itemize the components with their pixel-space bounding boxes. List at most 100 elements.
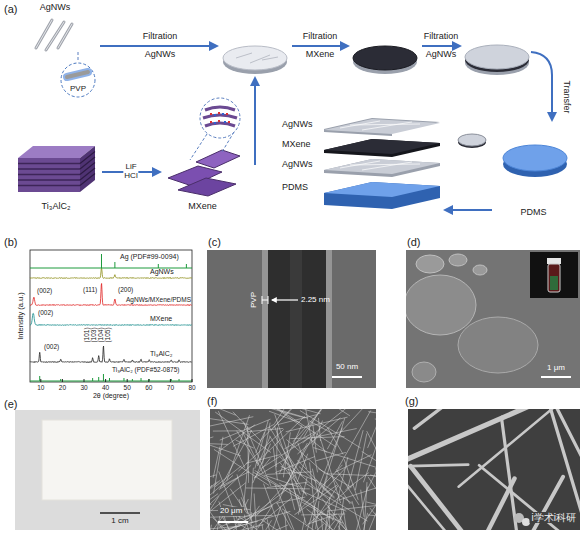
nanowire: [294, 520, 336, 530]
layer-wires: [340, 121, 420, 130]
filter-disc: [465, 45, 529, 69]
disc-wires: [236, 53, 278, 63]
nanowire: [290, 437, 344, 439]
nanowire: [306, 484, 354, 526]
film-photo: [42, 420, 172, 500]
nanowire: [312, 509, 315, 530]
mxene-layer: [324, 139, 440, 157]
nanowire: [275, 484, 301, 530]
nanowire: [313, 421, 322, 445]
nanowire: [255, 470, 281, 486]
pvp-coating: [67, 72, 88, 77]
nanowire: [309, 421, 332, 434]
inset-leader: [190, 132, 234, 160]
nanowire: [343, 510, 353, 530]
nanowire: [257, 437, 270, 466]
mxene-flake: [412, 362, 436, 382]
nanowire: [362, 451, 376, 466]
nanowire: [256, 432, 265, 453]
nanowire: [260, 409, 296, 440]
nanowire: [366, 502, 376, 516]
mxene-flake: [416, 255, 444, 273]
process-arrow: [531, 52, 552, 120]
nanowire: [338, 526, 366, 530]
process-label: Filtration: [143, 32, 178, 42]
node-label: AgNWs: [282, 120, 313, 130]
pvp-shell: [262, 250, 332, 388]
scale-bar: [100, 512, 140, 514]
nanowire: [459, 409, 561, 487]
panel-letter: (a): [4, 3, 17, 15]
node-label: MXene: [282, 140, 311, 150]
interlayer-ions: [214, 114, 226, 123]
nanowire: [361, 490, 364, 517]
plot-frame: [30, 250, 192, 382]
nanowire-core: [290, 250, 302, 388]
mxene-flake: [458, 317, 538, 373]
nanowire: [210, 528, 230, 530]
filter-disc: [223, 46, 287, 70]
reference-label: Ag (PDF#99-0094): [120, 253, 179, 261]
tick-label: 60: [145, 384, 152, 391]
reference-sticks: [30, 374, 192, 381]
peak-index: (101): [83, 327, 90, 342]
nanowire: [320, 439, 340, 503]
nanowire: [272, 409, 299, 430]
axis-title: 2θ (degree): [93, 392, 129, 400]
nanowire: [301, 409, 321, 414]
peak-index: (103): [90, 327, 97, 342]
process-arrow: [292, 45, 348, 47]
agnw-layer: [324, 159, 440, 177]
nanowire: [294, 518, 305, 530]
vial-photo: [530, 252, 578, 298]
scale-bar: [332, 376, 362, 378]
nanowire: [297, 454, 308, 482]
nanowire: [262, 524, 273, 530]
scale-label: 20 μm: [218, 507, 244, 516]
mxene-layers: [203, 107, 237, 126]
tick-label: 20: [59, 384, 66, 391]
axis-title: Intensity (a.u.): [17, 292, 25, 340]
nanowire: [237, 431, 258, 465]
reference-sticks: [30, 254, 192, 268]
reagent-label: LiF HCl: [123, 163, 138, 181]
panel-letter: (g): [405, 395, 418, 407]
nanowire: [273, 447, 277, 480]
annotation: 2.25 nm: [301, 296, 330, 305]
nanowire: [358, 513, 368, 530]
mxene-flake: [178, 178, 236, 196]
nanowire-closeup: [408, 409, 580, 530]
nanowire: [480, 478, 515, 530]
nanowire: [246, 487, 310, 489]
nanowire: [316, 501, 319, 529]
nanowire: [279, 443, 307, 500]
panel-letter: (b): [4, 236, 17, 248]
process-label: Filtration: [303, 32, 338, 42]
nanowire: [238, 429, 283, 471]
pdms-layer: [324, 182, 440, 197]
trace-label: Ti₃AlC₂: [150, 350, 172, 358]
flow-connector: [445, 209, 492, 211]
peak-index: (105): [104, 327, 111, 342]
nanowire: [355, 433, 367, 490]
nanowire-network: [210, 409, 376, 530]
sem-ground: [210, 409, 376, 530]
nanowire: [210, 480, 220, 523]
nanowire: [281, 466, 318, 481]
panel-letter: (c): [208, 236, 221, 248]
nanowire: [359, 530, 376, 531]
nanowire: [376, 468, 377, 530]
nanowire: [275, 457, 315, 473]
reference-label: Ti₃AlC₂ (PDF#52-0875): [112, 366, 179, 373]
agnw-layer: [324, 118, 440, 136]
nanowire: [479, 465, 580, 530]
process-label: Filtration: [424, 32, 459, 42]
film-stack: AgNWsMXeneAgNWsPDMS: [278, 112, 445, 232]
pvp-bracket: [262, 296, 268, 304]
precursor-illustration: Ti₃AlC₂: [10, 135, 102, 212]
mxene-flake: [196, 150, 240, 168]
xrd-trace: [30, 313, 192, 325]
nanowire: [210, 465, 251, 516]
pdms-layer: [324, 182, 440, 209]
nanowire: [320, 512, 343, 523]
